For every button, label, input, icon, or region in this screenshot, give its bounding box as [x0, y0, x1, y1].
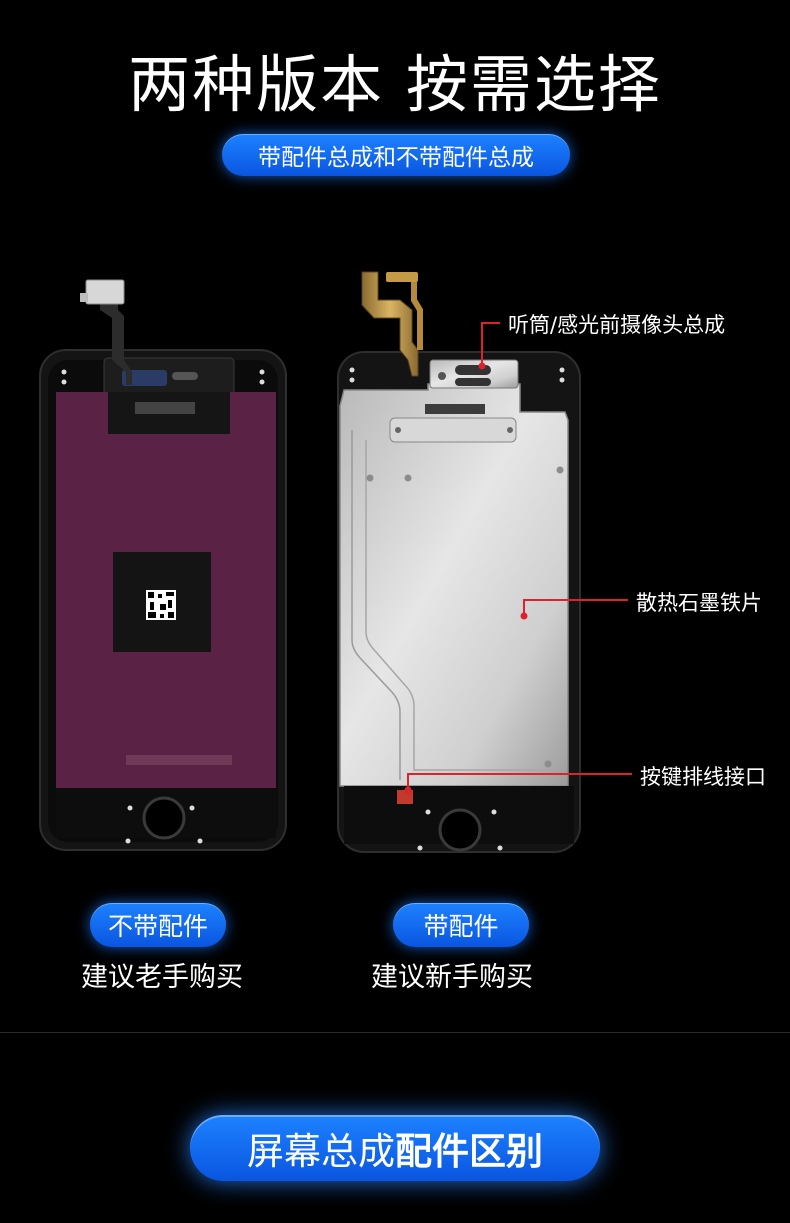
screen-with-accessories-image [337, 271, 581, 853]
recommendation-experienced: 建议老手购买 [81, 962, 243, 993]
callout-earpiece-line [481, 322, 500, 366]
page-title: 两种版本 按需选择 [128, 48, 662, 121]
callout-heatsink-label: 散热石墨铁片 [636, 591, 762, 615]
callout-button-port-line [407, 773, 632, 790]
callout-heatsink-dot [520, 612, 528, 620]
section-banner-part1: 屏幕总成 [247, 1130, 395, 1173]
version-without-accessories-badge: 不带配件 [90, 903, 226, 947]
section-divider [0, 1032, 790, 1033]
section-banner-part2: 配件区别 [395, 1130, 543, 1173]
recommendation-beginner: 建议新手购买 [371, 962, 533, 993]
callout-earpiece-dot [478, 362, 486, 370]
callout-button-port-label: 按键排线接口 [640, 765, 766, 789]
screen-without-accessories-image [39, 279, 287, 851]
section-banner: 屏幕总成配件区别 [190, 1115, 600, 1181]
subtitle-badge: 带配件总成和不带配件总成 [222, 134, 570, 176]
callout-earpiece-label: 听筒/感光前摄像头总成 [508, 313, 726, 337]
version-with-accessories-badge: 带配件 [393, 903, 529, 947]
callout-button-port-dot [404, 786, 412, 794]
callout-heatsink-line [523, 599, 628, 616]
